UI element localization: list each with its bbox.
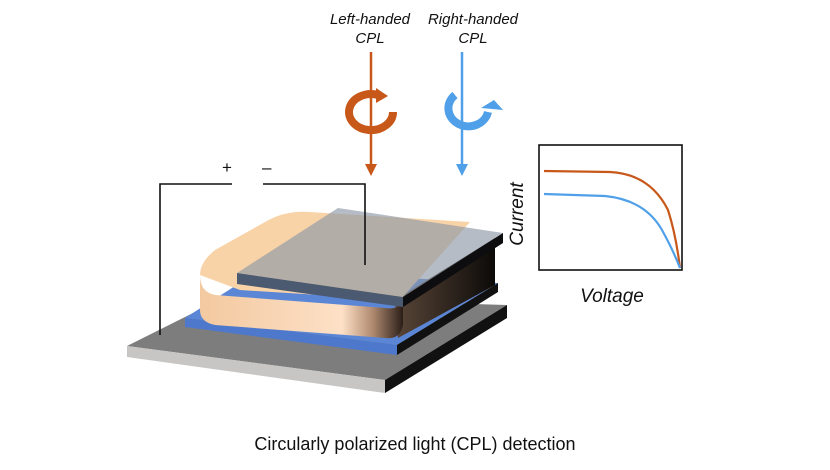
left-cpl-label-line2: CPL: [355, 30, 385, 47]
right-handed-cpl-arrow: [444, 52, 503, 176]
figure-caption: Circularly polarized light (CPL) detecti…: [254, 434, 576, 454]
right-cpl-curve: [543, 192, 682, 269]
x-axis-label: Voltage: [580, 286, 644, 307]
left-handed-cpl-arrow: [345, 52, 398, 176]
right-cpl-label-line1: Right-handed: [427, 11, 519, 28]
plus-terminal: +: [222, 158, 232, 177]
minus-terminal: –: [262, 158, 272, 177]
left-cpl-curve: [543, 169, 682, 269]
circuit-wires: [159, 183, 366, 335]
right-cpl-label: Right-handed CPL: [403, 10, 543, 48]
left-cpl-label-line1: Left-handed: [329, 11, 411, 28]
y-axis-label: Current: [507, 182, 528, 246]
left-cpl-label: Left-handed CPL: [300, 10, 440, 48]
iv-curve-graph: [538, 144, 683, 271]
top-transparent-electrode: [237, 208, 503, 307]
right-cpl-label-line2: CPL: [458, 30, 488, 47]
